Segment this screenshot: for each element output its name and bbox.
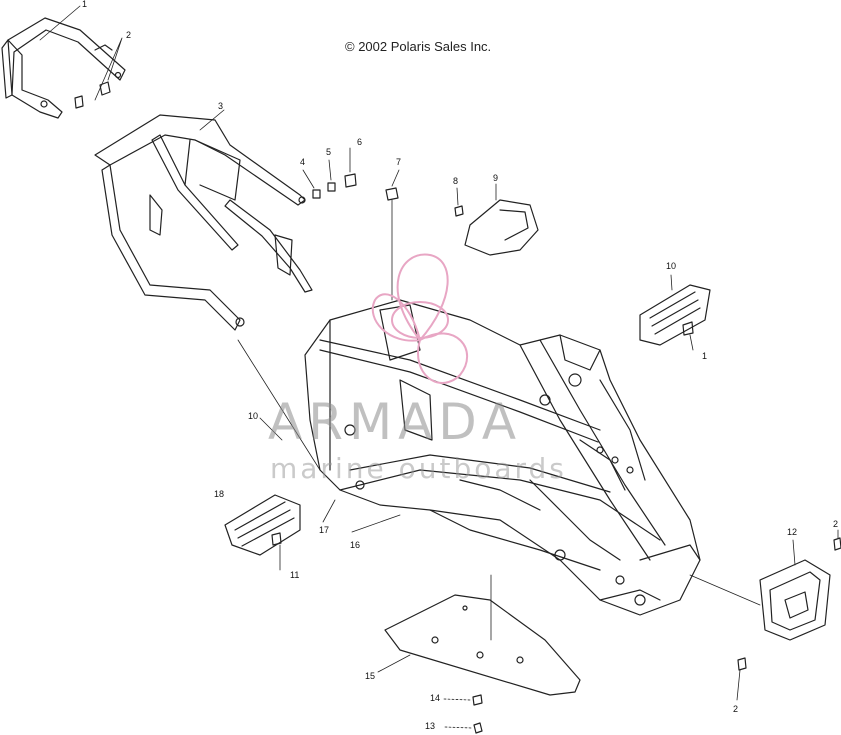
callout-label: 3 [218, 101, 224, 111]
callout-label: 4 [300, 157, 306, 167]
bolt [74, 81, 111, 109]
callout-label: 18 [214, 489, 225, 499]
callout-label: 5 [326, 147, 332, 157]
callout-label: 8 [453, 176, 459, 186]
callout-label: 17 [319, 525, 330, 535]
callout-label: 2 [126, 30, 132, 40]
front-bumper [737, 537, 841, 671]
left-footrest [224, 494, 301, 556]
callout-label: 2 [733, 704, 739, 714]
callout-label: 11 [290, 570, 300, 580]
callout-label: 9 [493, 173, 499, 183]
bottom-hardware [443, 694, 483, 734]
callout-label: 1 [82, 0, 88, 9]
small-hardware [312, 173, 357, 199]
pink-swirl-logo [371, 253, 469, 384]
callout-label: 14 [430, 693, 441, 703]
grommet [385, 187, 399, 201]
callout-label: 6 [357, 137, 363, 147]
callout-label: 16 [350, 540, 361, 550]
callout-label: 1 [702, 351, 708, 361]
rear-rack-bar [1, 17, 126, 119]
right-footrest [639, 284, 711, 346]
callout-label: 12 [787, 527, 798, 537]
bracket [454, 199, 539, 256]
copyright-text: © 2002 Polaris Sales Inc. [345, 39, 492, 54]
leader-lines [39, 5, 839, 701]
callout-label: 13 [425, 721, 436, 731]
callout-label: 10 [248, 411, 259, 421]
callout-label: 15 [365, 671, 376, 681]
watermark-subtitle: marine outboards [270, 452, 567, 485]
rear-subframe [94, 114, 313, 331]
callout-label: 10 [666, 261, 677, 271]
callout-label: 7 [396, 157, 402, 167]
callout-label: 2 [833, 519, 839, 529]
skid-plate [384, 594, 581, 696]
main-frame [304, 299, 701, 616]
watermark-title: ARMADA [268, 393, 523, 451]
